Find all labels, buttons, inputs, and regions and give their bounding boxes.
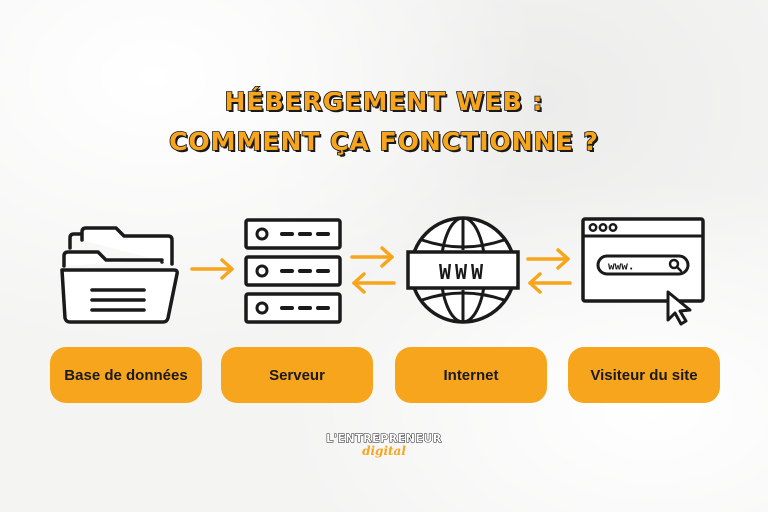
globe-text: WWW <box>439 260 487 284</box>
label-database: Base de données <box>50 347 202 403</box>
logo-sub-text: digital <box>362 444 406 458</box>
arrow-right-icon <box>526 248 572 274</box>
label-internet: Internet <box>395 347 547 403</box>
label-server: Serveur <box>221 347 373 403</box>
arrow-left-icon <box>526 272 572 298</box>
brand-logo: L'ENTREPRENEUR digital <box>318 432 450 466</box>
server-icon <box>242 217 344 325</box>
folder-icon <box>58 220 182 332</box>
title-line-1: Hébergement web : <box>224 86 544 117</box>
logo-main-text: L'ENTREPRENEUR <box>326 432 442 446</box>
globe-www-icon: WWW <box>406 214 520 326</box>
browser-window-icon: www. <box>580 216 708 328</box>
title-line-2: comment ça fonctionne ? <box>168 126 599 157</box>
arrow-left-icon <box>350 272 396 298</box>
arrow-right-icon <box>350 246 396 272</box>
arrow-right-icon <box>190 258 236 284</box>
browser-url-text: www. <box>608 260 635 273</box>
label-visitor: Visiteur du site <box>568 347 720 403</box>
